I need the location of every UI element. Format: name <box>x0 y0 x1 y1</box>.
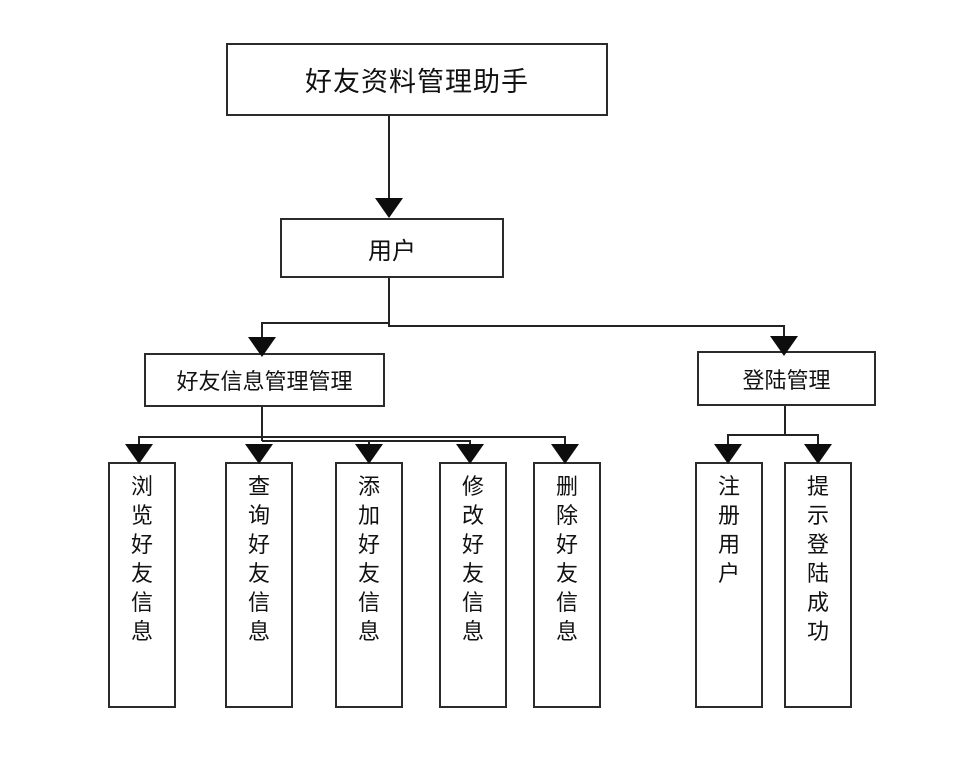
connector-line <box>388 278 390 327</box>
arrowhead-down-icon <box>375 198 403 218</box>
connector-line <box>784 406 786 435</box>
node-user: 用户 <box>280 218 504 278</box>
arrowhead-down-icon <box>456 444 484 464</box>
connector-line <box>262 322 390 324</box>
leaf-prompt-login-success: 提 示 登 陆 成 功 <box>784 462 852 708</box>
connector-line <box>469 440 471 445</box>
arrowhead-down-icon <box>245 444 273 464</box>
arrowhead-down-icon <box>551 444 579 464</box>
connector-line <box>262 440 471 442</box>
connector-line <box>388 116 390 198</box>
connector-line <box>261 322 263 338</box>
arrowhead-down-icon <box>714 444 742 464</box>
arrowhead-down-icon <box>355 444 383 464</box>
leaf-register-user: 注 册 用 户 <box>695 462 763 708</box>
node-title: 好友资料管理助手 <box>226 43 608 116</box>
leaf-query-friend-info: 查 询 好 友 信 息 <box>225 462 293 708</box>
connector-line <box>728 434 819 436</box>
node-login-management: 登陆管理 <box>697 351 876 406</box>
connector-line <box>727 434 729 445</box>
connector-line <box>783 325 785 337</box>
arrowhead-down-icon <box>770 336 798 356</box>
node-friend-info-management: 好友信息管理管理 <box>144 353 385 407</box>
connector-line <box>817 434 819 445</box>
arrowhead-down-icon <box>125 444 153 464</box>
connector-line <box>138 436 140 445</box>
arrowhead-down-icon <box>248 337 276 357</box>
connector-line <box>261 407 263 441</box>
leaf-add-friend-info: 添 加 好 友 信 息 <box>335 462 403 708</box>
connector-line <box>139 436 566 438</box>
leaf-delete-friend-info: 删 除 好 友 信 息 <box>533 462 601 708</box>
arrowhead-down-icon <box>804 444 832 464</box>
leaf-modify-friend-info: 修 改 好 友 信 息 <box>439 462 507 708</box>
connector-line <box>389 325 785 327</box>
connector-line <box>368 440 370 445</box>
leaf-browse-friend-info: 浏 览 好 友 信 息 <box>108 462 176 708</box>
connector-line <box>564 436 566 445</box>
